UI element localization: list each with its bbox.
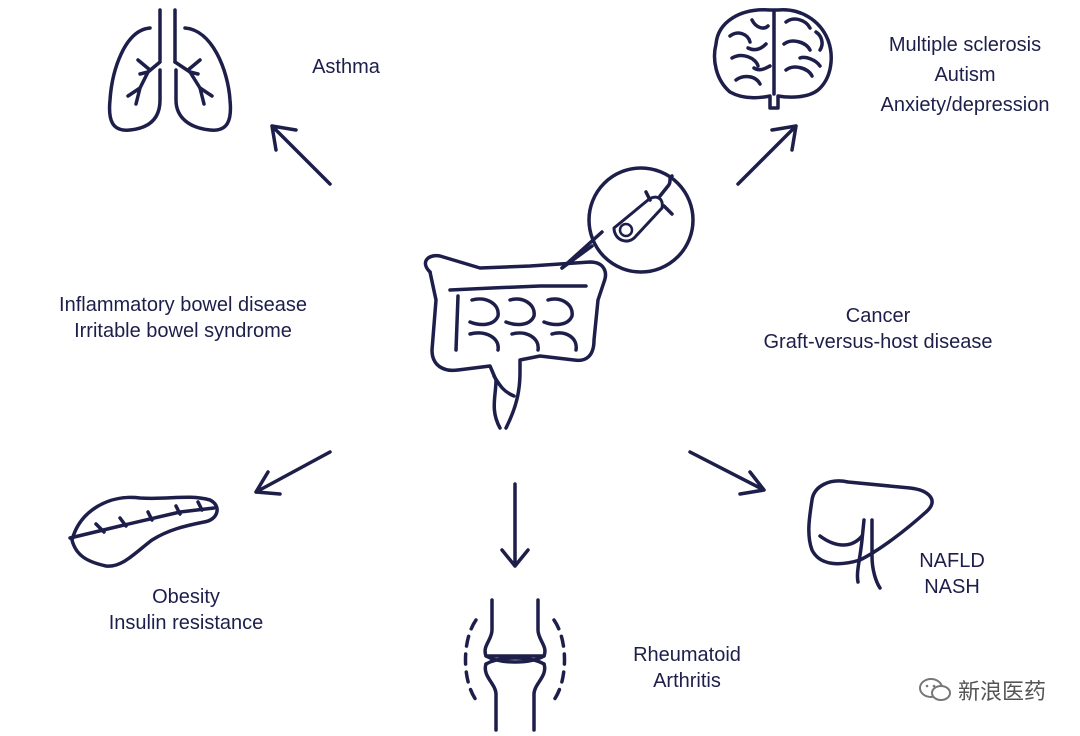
lungs-icon: [107, 8, 233, 132]
brain-line-3: Anxiety/depression: [880, 94, 1050, 116]
joint-line-1: Rheumatoid: [633, 644, 741, 666]
watermark: 新浪医药: [918, 674, 1046, 706]
brain-line-2: Autism: [934, 64, 996, 86]
bowel-line-1: Inflammatory bowel disease: [59, 294, 307, 316]
intestines-icon: [423, 253, 608, 430]
liver-line-2: NASH: [924, 576, 980, 598]
metabolic-disorders-label: Obesity Insulin resistance: [80, 584, 292, 636]
liver-disorders-label: NAFLD NASH: [900, 548, 1004, 600]
cancer-gvhd-label: Cancer Graft-versus-host disease: [728, 303, 1028, 355]
arrow-to-lungs: [270, 124, 332, 186]
liver-line-1: NAFLD: [919, 550, 985, 572]
wechat-bubble-icon: [918, 678, 951, 701]
arrow-to-liver: [688, 450, 766, 496]
liver-icon: [807, 479, 934, 590]
cancer-line-2: Graft-versus-host disease: [763, 331, 993, 353]
arrow-to-pancreas: [254, 450, 332, 496]
brain-line-1: Multiple sclerosis: [888, 34, 1042, 56]
rheumatoid-arthritis-label: Rheumatoid Arthritis: [612, 642, 762, 694]
arrow-to-brain: [736, 124, 798, 186]
microbe-magnifier-icon: [560, 166, 695, 274]
arrows: [254, 124, 798, 568]
pancreas-icon: [68, 495, 219, 568]
arrow-to-joint: [500, 482, 530, 568]
asthma-label: Asthma: [290, 54, 402, 80]
brain-disorders-label: Multiple sclerosis Autism Anxiety/depres…: [850, 32, 1080, 118]
knee-joint-icon: [463, 598, 567, 732]
joint-line-2: Arthritis: [653, 670, 721, 692]
pancreas-line-2: Insulin resistance: [108, 612, 264, 634]
bowel-disorders-label: Inflammatory bowel disease Irritable bow…: [18, 292, 348, 344]
asthma-line-1: Asthma: [312, 56, 380, 78]
watermark-text: 新浪医药: [957, 680, 1046, 705]
cancer-line-1: Cancer: [845, 305, 911, 327]
pancreas-line-1: Obesity: [152, 586, 220, 608]
bowel-line-2: Irritable bowel syndrome: [74, 320, 292, 342]
brain-icon: [712, 8, 833, 110]
